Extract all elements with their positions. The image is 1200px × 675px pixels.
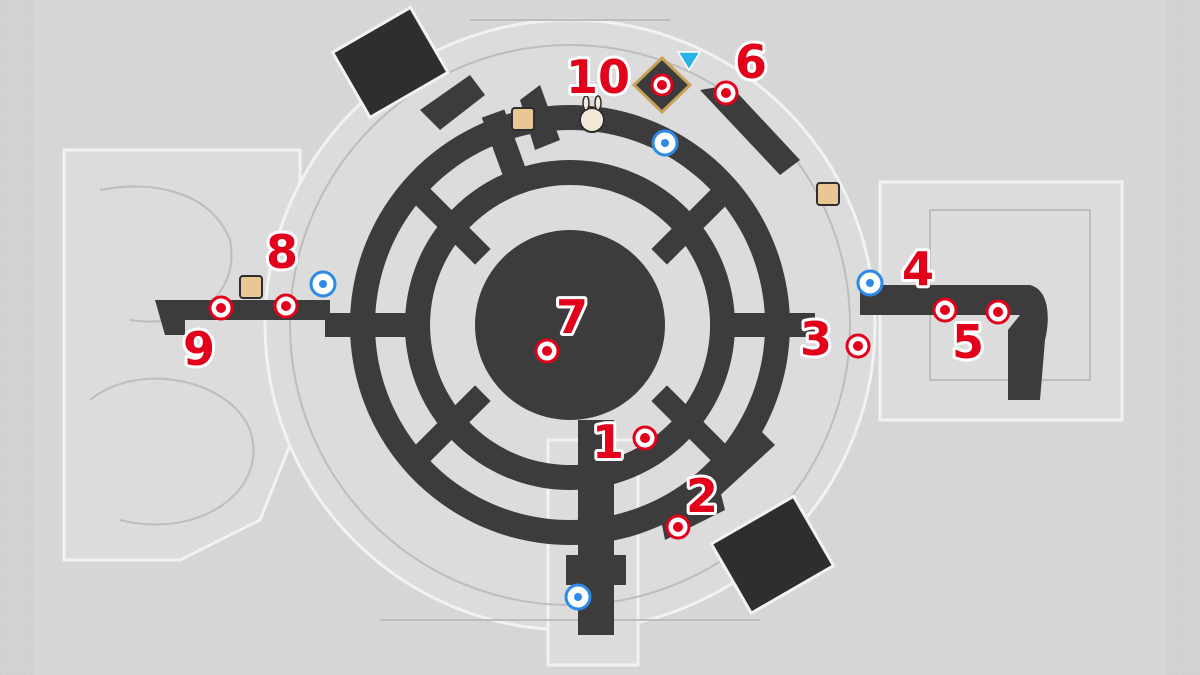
marker-2[interactable]: 2 <box>665 466 721 540</box>
label-6: 6 <box>735 35 767 89</box>
player-direction-arrow-icon <box>676 51 702 72</box>
space-anchor-teleport-icon[interactable] <box>309 270 337 298</box>
marker-4[interactable]: 4 <box>899 239 958 323</box>
label-3: 3 <box>800 312 832 366</box>
label-8: 8 <box>266 225 298 279</box>
npc-bunny-icon[interactable] <box>579 95 605 133</box>
space-anchor-teleport-icon[interactable] <box>564 583 592 611</box>
label-9: 9 <box>183 322 215 376</box>
puzzle-piece-icon[interactable] <box>511 107 535 131</box>
marker-5[interactable]: 5 <box>949 299 1011 372</box>
puzzle-piece-icon[interactable] <box>816 182 840 206</box>
label-4: 4 <box>902 242 934 296</box>
marker-7[interactable]: 7 <box>534 287 591 364</box>
label-10: 10 <box>566 50 630 104</box>
marker-3[interactable]: 3 <box>797 309 871 369</box>
marker-1[interactable]: 1 <box>589 412 658 472</box>
treasure-markers: 1 2 3 4 5 6 7 <box>180 32 1011 540</box>
puzzle-piece-icon[interactable] <box>239 275 263 299</box>
label-1: 1 <box>592 415 624 469</box>
walkways <box>155 75 1048 635</box>
marker-9[interactable]: 9 <box>180 295 234 379</box>
label-5: 5 <box>952 315 984 369</box>
space-anchor-teleport-icon[interactable] <box>651 129 679 157</box>
rooms <box>330 5 836 616</box>
marker-6[interactable]: 6 <box>713 32 770 106</box>
marker-8[interactable]: 8 <box>263 222 301 319</box>
label-2: 2 <box>686 469 718 523</box>
marker-10[interactable]: 10 <box>563 47 674 107</box>
space-anchor-teleport-icon[interactable] <box>856 269 884 297</box>
label-7: 7 <box>556 290 588 344</box>
